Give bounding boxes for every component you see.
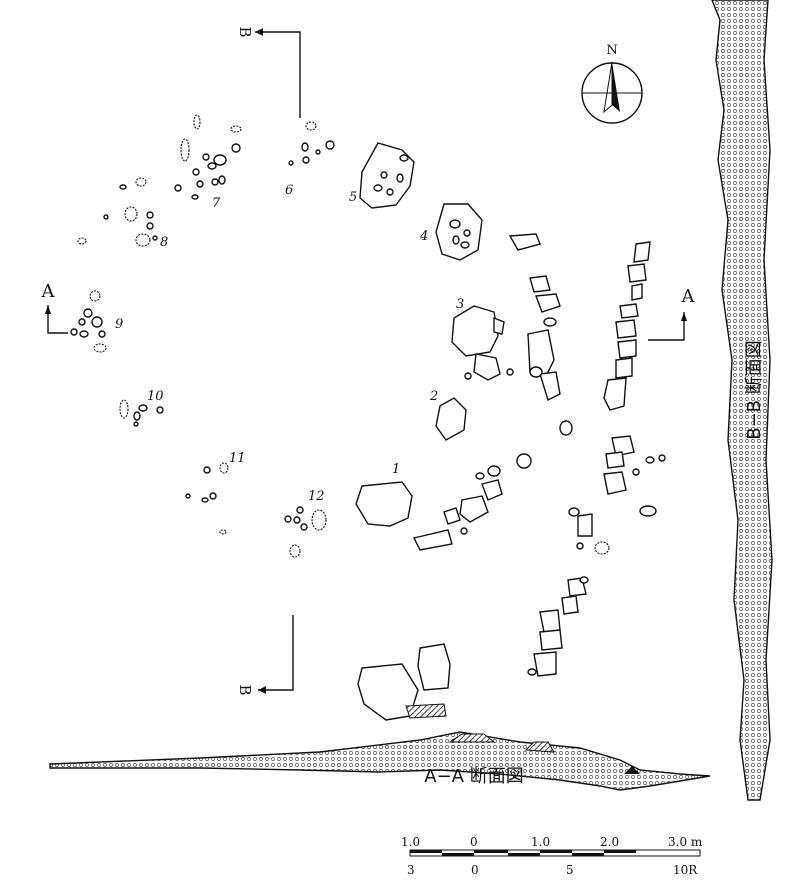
scale-bar xyxy=(409,849,701,857)
b-section-marker-top xyxy=(255,28,301,118)
stone-cluster-6 xyxy=(288,121,335,166)
stone-2 xyxy=(435,397,467,441)
scale-bottom-label-1: 3 xyxy=(407,863,415,877)
a-section-marker-left xyxy=(45,305,68,334)
feature-label-3: 3 xyxy=(456,297,464,312)
scale-bottom-label-2: 0 xyxy=(471,863,479,877)
scale-top-label-4: 2.0 xyxy=(600,835,619,849)
stone-4 xyxy=(435,203,483,261)
aa-profile-section xyxy=(49,731,711,791)
b-label-bottom: B xyxy=(236,684,254,695)
b-section-marker-bottom xyxy=(258,615,294,694)
north-label: N xyxy=(606,43,617,58)
feature-label-11: 11 xyxy=(229,451,246,466)
a-label-right: A xyxy=(681,286,696,307)
stone-cluster-7 xyxy=(119,114,242,200)
stone-arc xyxy=(412,453,532,551)
stone-cluster-lower-right xyxy=(568,435,666,555)
stone-cluster-9 xyxy=(70,290,107,353)
feature-label-8: 8 xyxy=(160,235,168,250)
scale-top-label-5: 3.0 m xyxy=(668,835,703,849)
stone-5 xyxy=(359,142,415,209)
feature-label-6: 6 xyxy=(285,183,293,198)
bb-profile-caption: B−B 断面図 xyxy=(744,340,765,440)
scale-bottom-label-4: 10R xyxy=(673,863,698,877)
stone-cluster-12 xyxy=(284,506,327,558)
aa-profile-caption: A−A 断面図 xyxy=(424,766,523,787)
a-label-left: A xyxy=(41,281,56,302)
feature-label-4: 4 xyxy=(419,229,428,244)
north-arrow-icon xyxy=(581,61,643,124)
scale-top-label-2: 0 xyxy=(470,835,478,849)
feature-label-5: 5 xyxy=(349,190,357,205)
scale-top-label-1: 1.0 xyxy=(401,835,420,849)
feature-label-1: 1 xyxy=(392,462,400,477)
feature-label-10: 10 xyxy=(147,389,164,404)
stone-cluster-8 xyxy=(77,206,158,247)
bb-profile-section xyxy=(711,0,773,801)
feature-label-9: 9 xyxy=(115,317,123,332)
feature-label-12: 12 xyxy=(308,489,325,504)
stone-cluster-11 xyxy=(185,462,229,535)
feature-label-7: 7 xyxy=(212,196,221,211)
stone-cluster-10 xyxy=(119,399,164,427)
scale-top-label-3: 1.0 xyxy=(531,835,550,849)
scale-bottom-label-3: 5 xyxy=(566,863,574,877)
stone-1 xyxy=(355,481,413,527)
stone-column-center xyxy=(508,233,573,436)
stone-3 xyxy=(451,305,514,381)
b-label-top: B xyxy=(236,26,254,37)
stone-column-lower xyxy=(527,576,589,677)
stone-column-right xyxy=(603,241,651,411)
feature-label-2: 2 xyxy=(429,389,438,404)
a-section-marker-right xyxy=(648,312,687,341)
stone-group-bottom xyxy=(357,643,451,721)
